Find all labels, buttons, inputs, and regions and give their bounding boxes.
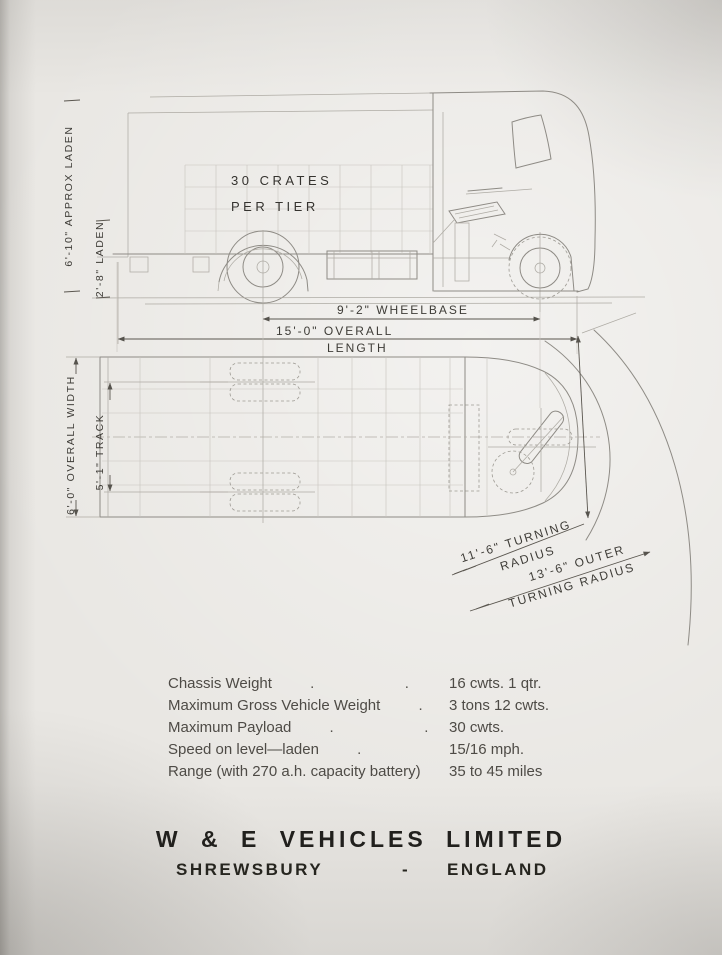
side-view-drawing — [91, 90, 646, 312]
spec-label: Range (with 270 a.h. capacity battery) — [168, 763, 421, 780]
crate-grid — [184, 164, 433, 254]
spec-row-gross-weight: Maximum Gross Vehicle Weight . . . . . .… — [168, 697, 553, 714]
spec-row-range: Range (with 270 a.h. capacity battery) .… — [168, 763, 553, 780]
company-name: W & E VEHICLES LIMITED — [155, 826, 567, 852]
plan-driver-seat — [448, 404, 480, 492]
spec-row-chassis-weight: Chassis Weight . . . . . . . . . . . . 16… — [168, 675, 553, 692]
laden-height-label: 6'-10" APPROX LADEN — [63, 125, 75, 266]
company-country: ENGLAND — [447, 860, 549, 879]
company-city: SHREWSBURY — [176, 860, 324, 879]
driver-seat — [448, 201, 506, 224]
loading-height-label: 2'-8" LADEN — [94, 221, 106, 297]
spec-label: Maximum Gross Vehicle Weight — [168, 697, 381, 714]
dot-leader: . . . . . . . . . . . . — [329, 719, 429, 736]
spec-value: 35 to 45 miles — [449, 763, 543, 780]
steering-wheel — [491, 450, 535, 494]
windscreen — [511, 114, 552, 169]
plan-crate-grid — [102, 357, 463, 517]
track-label: 5'-1" TRACK — [94, 414, 106, 491]
spec-value: 30 cwts. — [449, 719, 505, 736]
plan-view-drawing — [92, 312, 692, 646]
wheelbase-dimension-label: 9'-2" WHEELBASE — [337, 303, 469, 317]
dot-leader: . . . . . . . . . . . . — [310, 675, 409, 692]
overall-length-label-line2: LENGTH — [327, 341, 388, 355]
dot-leader: . . . . . . . . . . . . — [429, 763, 441, 780]
battery-box — [326, 250, 418, 280]
side-view-dimensions: 9'-2" WHEELBASE 15'-0" OVERALL LENGTH 6'… — [63, 99, 578, 355]
spec-value: 15/16 mph. — [449, 741, 525, 758]
spec-row-payload: Maximum Payload . . . . . . . . . . . . 3… — [168, 719, 553, 736]
outer-turning-arc — [593, 329, 692, 646]
inner-turning-arc — [544, 340, 611, 541]
crates-label-line2: PER TIER — [231, 199, 319, 214]
cab — [432, 92, 579, 292]
plan-front-wheel-steering — [448, 404, 596, 494]
spec-label: Chassis Weight — [168, 675, 272, 692]
dot-leader: . . . . . . . . . . . . — [357, 741, 362, 758]
spec-row-speed: Speed on level—laden . . . . . . . . . .… — [168, 741, 553, 758]
crates-label-line1: 30 CRATES — [231, 173, 332, 188]
rear-step — [129, 256, 149, 273]
dot-leader: . . . . . . . . . . . . — [418, 697, 423, 714]
overall-width-label: 6'-0" OVERALL WIDTH — [65, 375, 77, 515]
spec-value: 16 cwts. 1 qtr. — [449, 675, 542, 692]
overall-length-label-line1: 15'-0" OVERALL — [276, 324, 393, 338]
spec-value: 3 tons 12 cwts. — [449, 697, 550, 714]
city-country-separator: - — [402, 860, 411, 879]
spec-label: Maximum Payload — [168, 719, 292, 736]
plan-view-dimensions: 6'-0" OVERALL WIDTH 5'-1" TRACK 11'-6" T… — [65, 335, 651, 612]
rear-bracket — [192, 256, 210, 273]
spec-label: Speed on level—laden — [168, 741, 319, 758]
